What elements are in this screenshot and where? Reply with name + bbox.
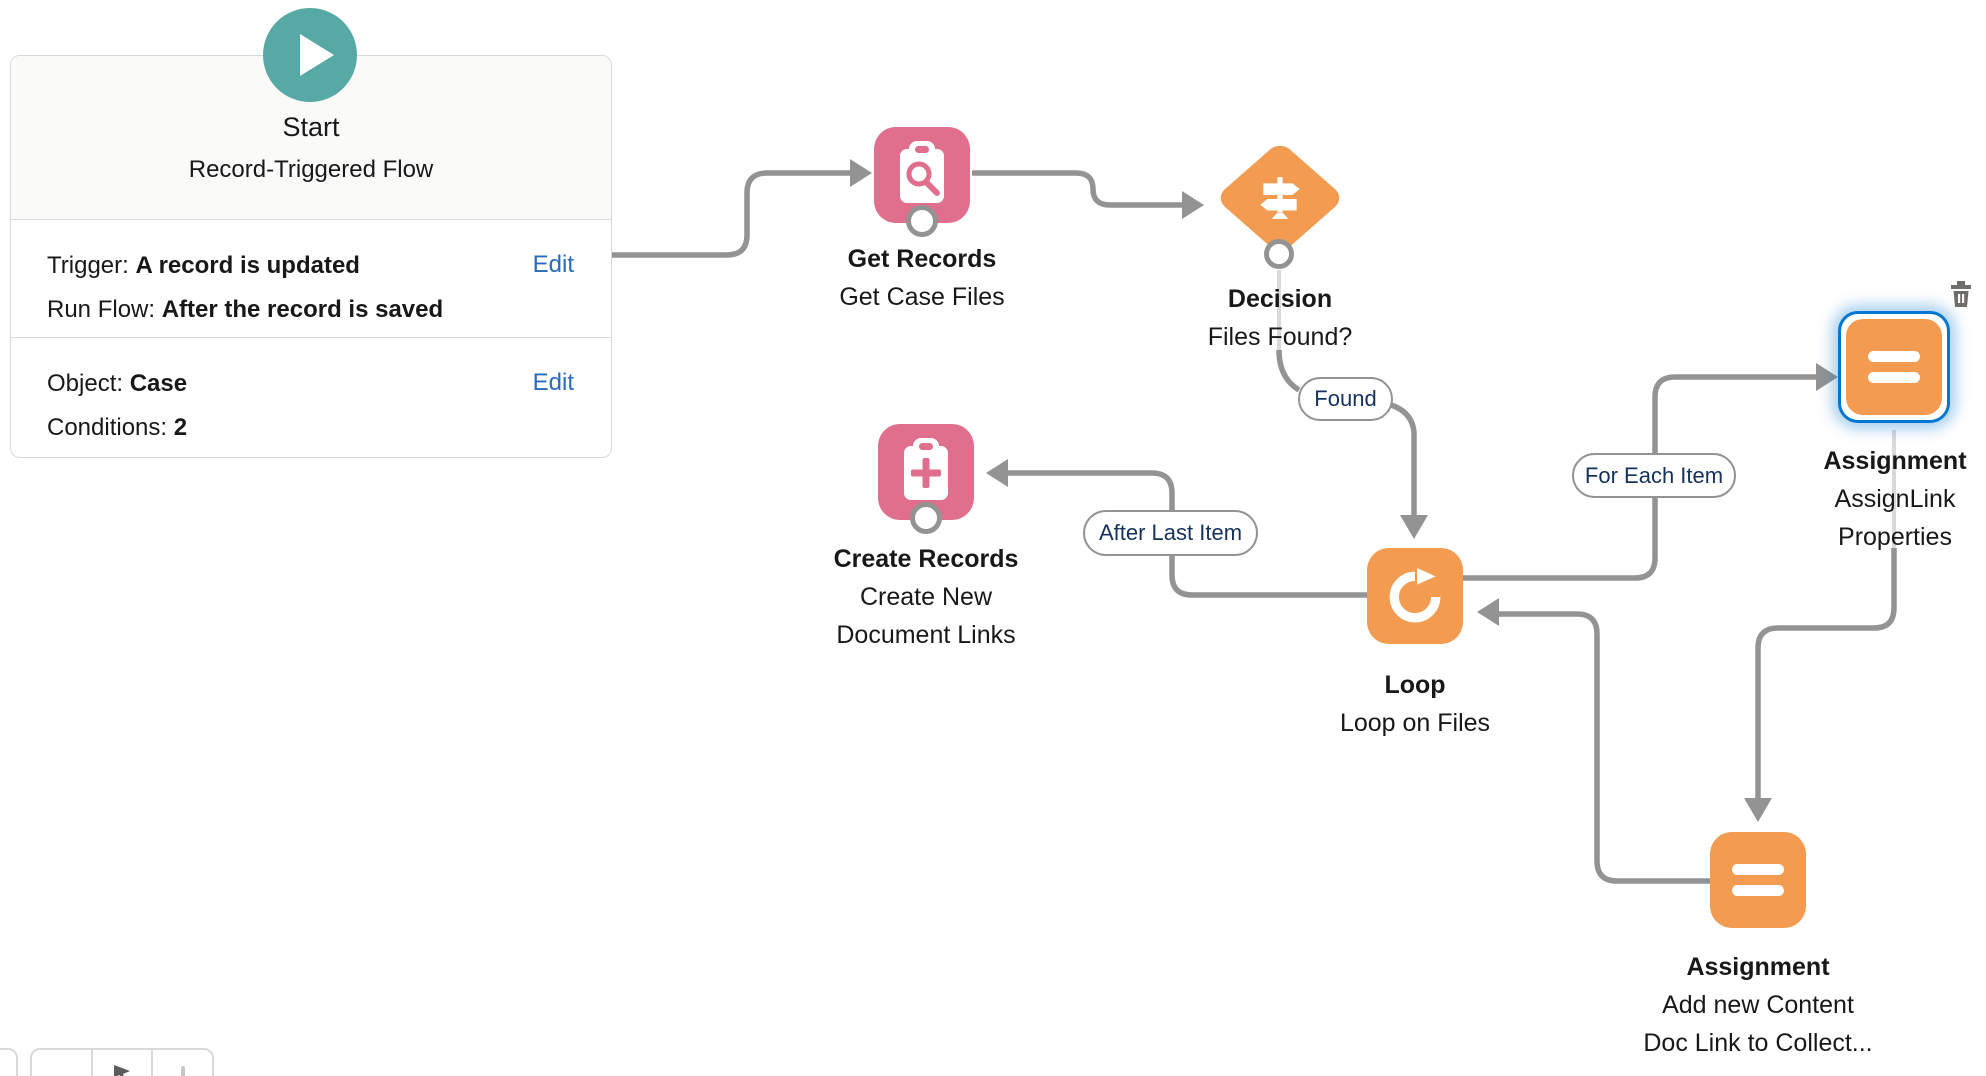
arrowhead xyxy=(1400,515,1428,539)
assignment-add-content-label: Assignment Add new Content Doc Link to C… xyxy=(1643,948,1872,1062)
node-name: Decision xyxy=(1227,285,1333,313)
wire-assignment-assignment xyxy=(1755,548,1897,800)
wire-start-getrecords xyxy=(612,170,852,258)
run-flow-label: Run Flow: xyxy=(47,296,156,323)
object-value: Case xyxy=(129,370,188,397)
get-records-port[interactable] xyxy=(906,205,938,237)
node-name: Assignment xyxy=(1686,953,1830,981)
arrowhead xyxy=(1477,598,1499,626)
assignment-add-content-node[interactable] xyxy=(1710,832,1806,928)
wire-decision-found-a xyxy=(1276,349,1301,393)
node-desc: AssignLink xyxy=(1834,485,1956,513)
select-tool-icon xyxy=(114,1065,130,1076)
canvas-tool-group xyxy=(30,1048,214,1076)
arrowhead xyxy=(986,459,1008,487)
conditions-value: 2 xyxy=(173,414,188,441)
start-element-card[interactable]: Start Record-Triggered Flow Trigger: A r… xyxy=(10,55,612,458)
node-name: Assignment xyxy=(1823,447,1967,475)
node-desc: Get Case Files xyxy=(839,283,1005,311)
wire-decision-found-b xyxy=(1390,402,1417,517)
trigger-label: Trigger: xyxy=(47,252,129,279)
signpost-icon xyxy=(1255,173,1305,223)
arrowhead xyxy=(1744,798,1772,822)
toolbar-button-partial[interactable] xyxy=(0,1048,18,1076)
run-flow-row: Run Flow: After the record is saved xyxy=(47,288,575,332)
node-desc: Create New xyxy=(860,583,992,611)
connector-label-after-last-item[interactable]: After Last Item xyxy=(1083,510,1258,556)
start-object-section: Object: Case Conditions: 2 Edit xyxy=(11,338,611,456)
trash-icon xyxy=(1951,281,1971,307)
delete-element-button[interactable] xyxy=(1948,280,1976,308)
play-icon xyxy=(300,34,334,76)
conditions-label: Conditions: xyxy=(47,414,168,441)
connector-label-found[interactable]: Found xyxy=(1298,377,1393,421)
assignment-assignlink-node-selected[interactable] xyxy=(1838,311,1950,423)
object-label: Object: xyxy=(47,370,124,397)
decision-port[interactable] xyxy=(1264,239,1294,269)
edit-trigger-link[interactable]: Edit xyxy=(532,251,574,278)
tool-button-1[interactable] xyxy=(32,1050,91,1076)
connector-label-for-each-item[interactable]: For Each Item xyxy=(1572,453,1736,498)
decision-label: Decision Files Found? xyxy=(1208,280,1353,356)
wire-assignment-loop xyxy=(1497,611,1710,884)
object-row: Object: Case xyxy=(47,362,575,406)
wire-getrecords-decision xyxy=(972,170,1184,208)
node-name: Get Records xyxy=(847,245,997,273)
pan-tool-icon xyxy=(180,1066,185,1076)
node-name: Loop xyxy=(1384,671,1446,699)
create-records-port[interactable] xyxy=(910,502,942,534)
trigger-value: A record is updated xyxy=(135,252,360,279)
equals-icon xyxy=(1846,319,1942,415)
conditions-row: Conditions: 2 xyxy=(47,406,575,450)
get-records-node[interactable] xyxy=(874,127,970,223)
assignment-assignlink-label: Assignment AssignLink Properties xyxy=(1823,442,1966,556)
run-flow-value: After the record is saved xyxy=(161,296,444,323)
get-records-label: Get Records Get Case Files xyxy=(839,240,1004,316)
node-desc: Document Links xyxy=(836,621,1016,649)
edit-object-link[interactable]: Edit xyxy=(532,369,574,396)
loop-arrow-icon xyxy=(1389,568,1441,623)
node-desc: Files Found? xyxy=(1207,323,1353,351)
pill-text: For Each Item xyxy=(1584,462,1724,488)
equals-icon xyxy=(1732,864,1784,896)
loop-label: Loop Loop on Files xyxy=(1340,666,1490,742)
arrowhead xyxy=(850,159,872,187)
arrowhead xyxy=(1182,191,1204,219)
node-desc: Properties xyxy=(1838,523,1952,551)
start-title: Start xyxy=(282,112,340,142)
tool-button-pan[interactable] xyxy=(151,1050,212,1076)
clipboard-plus-icon xyxy=(904,438,948,500)
start-subtitle: Record-Triggered Flow xyxy=(188,156,434,183)
start-node[interactable] xyxy=(263,8,357,102)
pill-text: After Last Item xyxy=(1098,520,1243,545)
node-name: Create Records xyxy=(833,545,1019,573)
trigger-row: Trigger: A record is updated xyxy=(47,244,575,288)
decision-node[interactable] xyxy=(1214,140,1346,256)
node-desc: Loop on Files xyxy=(1339,709,1491,737)
create-records-label: Create Records Create New Document Links xyxy=(834,540,1019,654)
node-desc: Add new Content xyxy=(1662,991,1854,1019)
arrowhead xyxy=(1816,363,1838,391)
pill-text: Found xyxy=(1314,386,1377,411)
loop-node[interactable] xyxy=(1367,548,1463,644)
start-trigger-section: Trigger: A record is updated Run Flow: A… xyxy=(11,220,611,338)
node-desc: Doc Link to Collect... xyxy=(1643,1029,1873,1057)
tool-button-select[interactable] xyxy=(90,1050,152,1076)
clipboard-search-icon xyxy=(900,141,944,203)
